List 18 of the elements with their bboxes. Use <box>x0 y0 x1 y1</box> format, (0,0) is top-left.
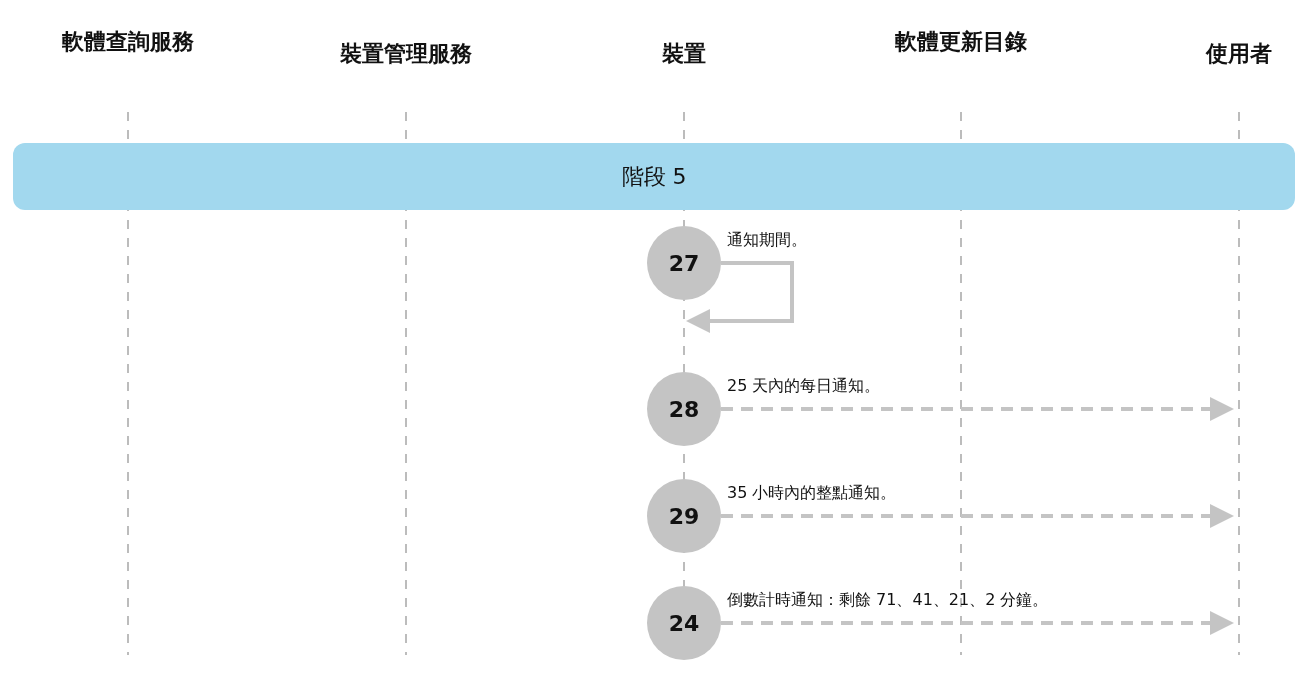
participant-label: 軟體更新目錄 <box>894 28 1028 56</box>
step-number-circle: 24 <box>647 586 721 660</box>
participant-label: 裝置 <box>661 40 707 68</box>
step-number-circle: 27 <box>647 226 721 300</box>
step-number-circle: 29 <box>647 479 721 553</box>
dashed-arrow <box>721 611 1234 635</box>
message-label: 倒數計時通知：剩餘 71、41、21、2 分鐘。 <box>727 590 1049 611</box>
participant-label: 裝置管理服務 <box>339 40 473 68</box>
dashed-arrow <box>721 397 1234 421</box>
participant-label: 軟體查詢服務 <box>61 28 195 56</box>
dashed-arrow <box>721 504 1234 528</box>
self-loop-arrow <box>686 261 794 333</box>
step-number-circle: 28 <box>647 372 721 446</box>
message-label: 35 小時內的整點通知。 <box>727 483 897 504</box>
phase-band: 階段 5 <box>13 143 1295 210</box>
participant-label: 使用者 <box>1204 40 1273 68</box>
message-label: 通知期間。 <box>727 230 807 251</box>
message-label: 25 天內的每日通知。 <box>727 376 881 397</box>
